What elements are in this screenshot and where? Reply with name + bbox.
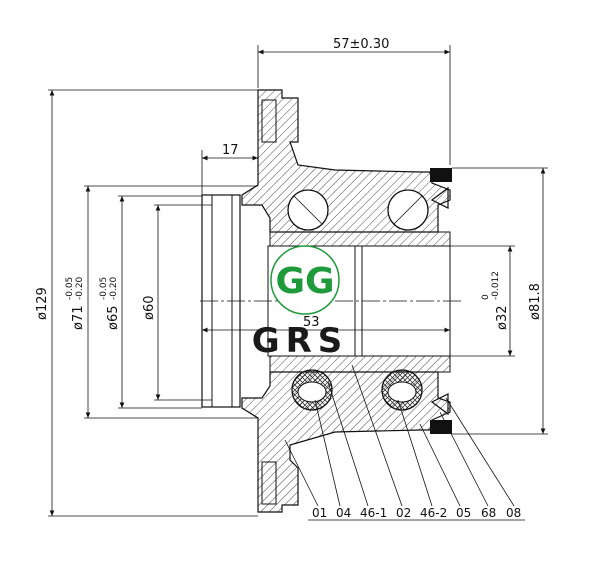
svg-text:-0.012: -0.012 [491, 271, 501, 300]
part-label: 04 [336, 506, 351, 520]
svg-text:GRS: GRS [252, 321, 349, 361]
svg-text:GG: GG [275, 261, 334, 302]
inner-race-upper [269, 231, 451, 247]
dim-32: ø32 [495, 306, 510, 331]
svg-text:-0.05: -0.05 [65, 277, 75, 300]
dim-71: ø71 [71, 306, 86, 331]
leader-lines [284, 364, 525, 521]
part-label: 02 [396, 506, 411, 520]
svg-text:-0.20: -0.20 [109, 276, 119, 300]
part-label: 01 [312, 506, 327, 520]
svg-text:-0.20: -0.20 [75, 276, 85, 300]
logo-brand: GRS [252, 321, 349, 361]
part-label: 05 [456, 506, 471, 520]
dim-65: ø65 [106, 306, 121, 331]
svg-text:-0.05: -0.05 [99, 277, 109, 300]
bore-inner [267, 245, 451, 357]
part-label: 46-2 [420, 506, 447, 520]
seal-upper [430, 168, 452, 182]
dim-81-8: ø81.8 [528, 283, 543, 320]
dim-129: ø129 [35, 287, 50, 320]
dim-53: 53 [303, 315, 320, 330]
part-label: 08 [506, 506, 521, 520]
dim-57: 57±0.30 [333, 37, 389, 52]
part-label: 46-1 [360, 506, 387, 520]
logo-monogram: GG [270, 245, 340, 315]
pilot-bore [201, 194, 241, 408]
part-label: 68 [481, 506, 496, 520]
dim-17: 17 [222, 143, 239, 158]
part-labels: 01 04 46-1 02 46-2 05 68 08 [312, 506, 521, 520]
dim-60: ø60 [142, 296, 157, 321]
svg-text:0: 0 [481, 294, 491, 300]
seal-lower [430, 420, 452, 434]
